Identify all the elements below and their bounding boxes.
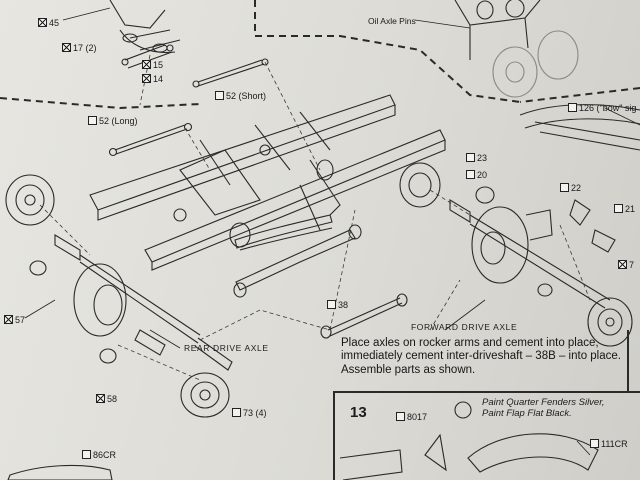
part-label-111cr: 111CR (590, 439, 628, 449)
alignment-line (429, 279, 461, 331)
part-label-126: 126 ("bow" sig (568, 103, 636, 113)
driveshaft-drawing (327, 297, 403, 337)
forward-wheel-drum-drawing (399, 162, 441, 208)
step-number: 13 (350, 404, 367, 421)
checkbox-icon (590, 439, 599, 448)
rear-wheel-drum-drawing (5, 174, 55, 226)
part-label-15: 15 (142, 60, 163, 70)
part-label-45: 45 (38, 18, 59, 28)
checkbox-icon (466, 170, 475, 179)
instruction-line: immediately cement inter-driveshaft – 38… (341, 350, 621, 363)
leader-line (149, 329, 181, 349)
checkbox-icon (568, 103, 577, 112)
part-label-38: 38 (327, 300, 348, 310)
paint-instructions: Paint Quarter Fenders Silver, Paint Flap… (482, 397, 605, 419)
step-instructions: Place axles on rocker arms and cement in… (341, 337, 637, 377)
spring-bracket-drawing (109, 0, 181, 54)
fender-drawing (519, 104, 640, 151)
rocker-arm-drawing (235, 229, 356, 291)
checkbox-icon (142, 60, 151, 69)
part-label-22: 22 (560, 183, 581, 193)
alignment-line (117, 344, 201, 381)
checkbox-icon (38, 18, 47, 27)
checkbox-icon (232, 408, 241, 417)
section-boundary-line (0, 97, 201, 110)
part-label-17: 17 (2) (62, 43, 97, 53)
part-label-58: 58 (96, 394, 117, 404)
oil-axle-pin-drawing (454, 0, 541, 60)
spring-hanger-drawing (229, 222, 251, 248)
checkbox-icon (142, 74, 151, 83)
rear-axle-housing-drawing (54, 234, 81, 261)
part-label-52-short: 52 (Short) (215, 91, 266, 101)
part-label-20: 20 (466, 170, 487, 180)
long-rod-drawing (114, 124, 188, 155)
part-label-21: 21 (614, 204, 635, 214)
rear-differential-drawing (73, 263, 127, 337)
step13-frame (333, 391, 640, 480)
rear-wheel-drum-drawing (180, 372, 230, 418)
hub-cap-drawing (29, 260, 47, 276)
short-rod-drawing (197, 59, 265, 87)
part-label-52-long: 52 (Long) (88, 116, 138, 126)
alignment-line (184, 127, 211, 171)
paint-line: Paint Quarter Fenders Silver, (482, 397, 605, 408)
checkbox-icon (560, 183, 569, 192)
leader-line (62, 7, 111, 21)
forward-axle-housing-drawing (449, 199, 471, 223)
checkbox-icon (618, 260, 627, 269)
checkbox-icon (466, 153, 475, 162)
checkbox-icon (215, 91, 224, 100)
leaf-spring-drawing (234, 214, 333, 249)
part-label-8017: 8017 (396, 412, 427, 422)
fender-part-drawing (467, 433, 599, 473)
checkbox-icon (614, 204, 623, 213)
part-label-14: 14 (142, 74, 163, 84)
section-boundary-line (254, 0, 521, 103)
frame-rail-drawing (89, 94, 396, 211)
checkbox-icon (396, 412, 405, 421)
forward-wheel-drum-drawing (587, 297, 633, 347)
ghost-wheel-drawing (537, 30, 579, 80)
checkbox-icon (327, 300, 336, 309)
instruction-line: Place axles on rocker arms and cement in… (341, 337, 599, 349)
part-label-57: 57 (4, 315, 25, 325)
paint-icon (454, 401, 472, 419)
hub-cap-drawing (99, 348, 117, 364)
flap-drawing (339, 449, 403, 480)
oil-axle-pins-callout: Oil Axle Pins (368, 16, 416, 26)
alignment-line (199, 209, 356, 341)
part-label-23: 23 (466, 153, 487, 163)
alignment-line (39, 204, 91, 256)
leader-line (414, 19, 471, 29)
tread-plate-drawing (7, 464, 113, 480)
checkbox-icon (82, 450, 91, 459)
leader-line (604, 107, 640, 126)
checkbox-icon (4, 315, 13, 324)
small-part-drawing (569, 199, 616, 253)
bushing-drawing (122, 33, 138, 43)
leader-line (576, 440, 591, 456)
checkbox-icon (62, 43, 71, 52)
leader-line (24, 299, 56, 319)
ghost-wheel-drawing (492, 46, 538, 98)
rear-drive-axle-callout: REAR DRIVE AXLE (184, 343, 269, 353)
alignment-line (264, 61, 321, 171)
part-label-73: 73 (4) (232, 408, 267, 418)
alignment-line (429, 189, 471, 216)
leader-line (444, 299, 486, 331)
forward-differential-drawing (471, 206, 529, 284)
checkbox-icon (96, 394, 105, 403)
section-boundary-line (519, 87, 640, 103)
part-label-86cr: 86CR (82, 450, 116, 460)
part-label-7: 7 (618, 260, 634, 270)
checkbox-icon (88, 116, 97, 125)
forward-drive-axle-callout: FORWARD DRIVE AXLE (411, 322, 518, 332)
instruction-line: Assemble parts as shown. (341, 363, 476, 376)
paint-line: Paint Flap Flat Black. (482, 408, 572, 419)
crossmember-drawing (179, 149, 261, 216)
